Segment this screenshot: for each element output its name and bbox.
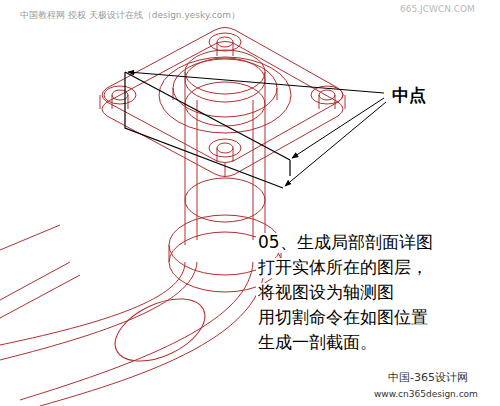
step-text: 05、生成局部剖面详图 bbox=[256, 233, 435, 253]
step-text: 用切割命令在如图位置 bbox=[256, 308, 430, 328]
step-text: 生成一剖截面。 bbox=[256, 333, 379, 353]
watermark: 中国教程网 授权 天极设计在线（design.yesky.com） bbox=[20, 10, 240, 20]
watermark: 665.JCWCN.COM bbox=[400, 4, 475, 14]
watermark: 中国-365设计网 bbox=[388, 372, 468, 385]
midpoint-label: 中点 bbox=[390, 86, 428, 106]
step-text: 将视图设为轴测图 bbox=[256, 283, 396, 303]
step-text: 打开实体所在的图层， bbox=[256, 258, 430, 278]
watermark: www.cn365design.com bbox=[374, 389, 478, 399]
